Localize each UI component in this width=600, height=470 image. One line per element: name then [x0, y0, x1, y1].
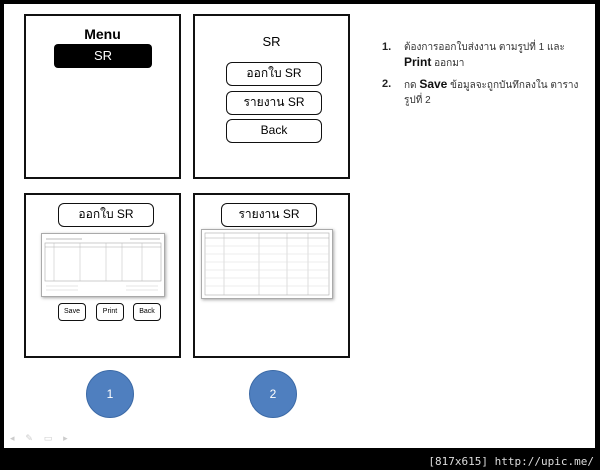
slide: Menu SR SR ออกใบ SR รายงาน SR Back ออกใบ…: [4, 4, 595, 448]
figure-1-badge: 1: [86, 370, 134, 418]
instruction-text-after: ออกมา: [431, 58, 465, 69]
sr-form-lines: [44, 238, 162, 291]
instruction-number: 1.: [382, 41, 392, 53]
form-back-button[interactable]: Back: [133, 303, 161, 321]
sr-title: SR: [262, 34, 281, 49]
sr-form-preview: [41, 233, 165, 297]
sr-menu-button[interactable]: SR: [54, 44, 152, 68]
instruction-item-1: 1. ต้องการออกใบส่งงาน ตามรูปที่ 1 และ Pr…: [382, 40, 582, 71]
report-sr-panel: รายงาน SR: [193, 193, 350, 358]
print-button[interactable]: Print: [96, 303, 124, 321]
slide-nav-icons[interactable]: ◂ ✎ ▭ ▸: [10, 434, 72, 444]
instruction-number: 2.: [382, 78, 392, 90]
menu-panel: Menu SR: [24, 14, 181, 179]
sr-panel: SR ออกใบ SR รายงาน SR Back: [193, 14, 350, 179]
issue-sr-button[interactable]: ออกใบ SR: [226, 62, 322, 86]
issue-sr-panel: ออกใบ SR Save Print Back: [24, 193, 181, 358]
instruction-bold: Save: [419, 77, 448, 91]
report-sr-button[interactable]: รายงาน SR: [226, 91, 322, 115]
instruction-text-after: ข้อมูลจะถูกบันทึกลงใน ตาราง รูปที่ 2: [404, 80, 579, 106]
instruction-text: ต้องการออกใบส่งงาน ตามรูปที่ 1 และ: [404, 42, 565, 53]
issue-sr-title: ออกใบ SR: [58, 203, 154, 227]
report-sr-title: รายงาน SR: [221, 203, 317, 227]
instruction-text: กด: [404, 80, 420, 91]
sr-report-table: [201, 229, 333, 299]
instruction-bold: Print: [404, 55, 432, 69]
instructions-list: 1. ต้องการออกใบส่งงาน ตามรูปที่ 1 และ Pr…: [382, 40, 582, 114]
sr-report-lines: [204, 232, 330, 296]
figure-2-badge: 2: [249, 370, 297, 418]
save-button[interactable]: Save: [58, 303, 86, 321]
menu-title: Menu: [84, 26, 121, 42]
back-button[interactable]: Back: [226, 119, 322, 143]
instruction-item-2: 2. กด Save ข้อมูลจะถูกบันทึกลงใน ตาราง ร…: [382, 77, 582, 108]
watermark: [817x615] http://upic.me/: [428, 455, 594, 468]
